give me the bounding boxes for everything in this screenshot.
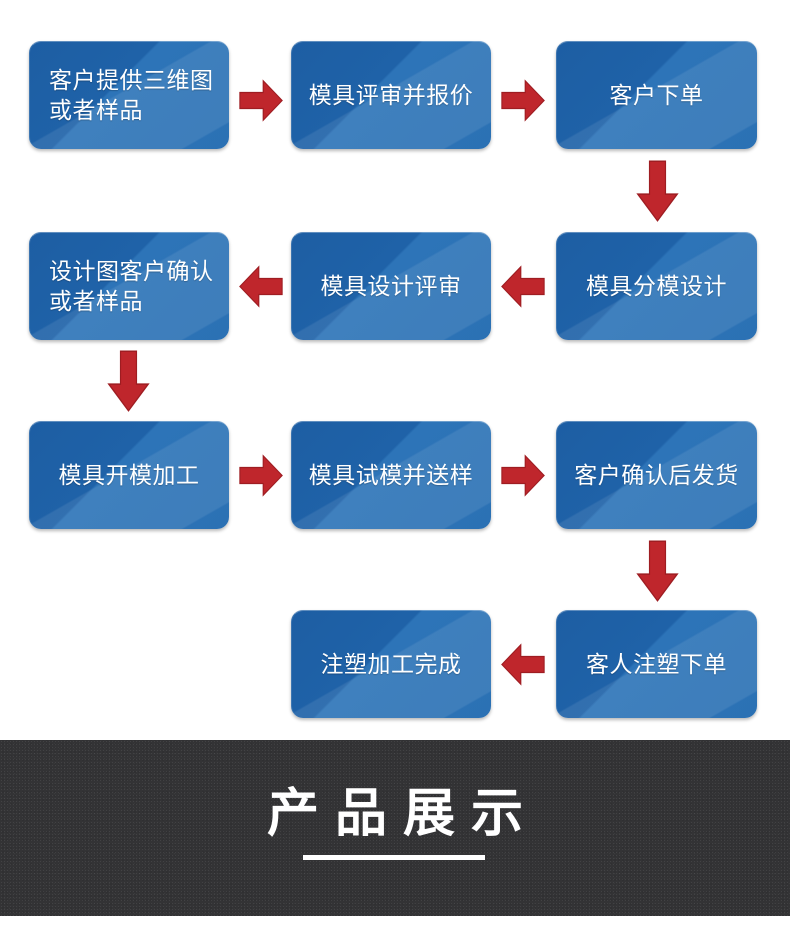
flow-arrow-right-icon xyxy=(239,452,283,499)
flow-node-n4[interactable]: 模具分模设计 xyxy=(556,232,757,340)
flow-node-n6[interactable]: 设计图客户确认 或者样品 xyxy=(29,232,229,340)
flow-node-label: 模具设计评审 xyxy=(320,272,462,299)
flow-node-n8[interactable]: 模具试模并送样 xyxy=(291,421,491,529)
flow-node-n1[interactable]: 客户提供三维图 或者样品 xyxy=(29,41,229,149)
flow-arrow-right-icon xyxy=(501,452,545,499)
flow-node-label: 模具分模设计 xyxy=(586,272,727,299)
flow-arrow-left-icon xyxy=(501,641,545,688)
flow-arrow-right-icon xyxy=(501,77,545,124)
banner-underline-rule xyxy=(303,855,485,860)
flow-arrow-down-icon xyxy=(634,160,681,222)
flow-node-n11[interactable]: 注塑加工完成 xyxy=(291,610,491,718)
flow-node-label: 模具试模并送样 xyxy=(308,461,474,488)
flow-arrow-left-icon xyxy=(239,263,283,310)
flow-node-label: 客户确认后发货 xyxy=(574,461,739,488)
banner-title: 产品展示 xyxy=(266,785,539,843)
flow-node-label: 注塑加工完成 xyxy=(320,650,462,677)
flow-arrow-right-icon xyxy=(239,77,283,124)
flow-node-n5[interactable]: 模具设计评审 xyxy=(291,232,491,340)
flow-node-label: 客人注塑下单 xyxy=(586,650,727,677)
flow-arrow-down-icon xyxy=(105,350,152,412)
flow-node-label: 模具开模加工 xyxy=(58,461,200,488)
flow-node-label: 模具评审并报价 xyxy=(308,81,474,108)
flowchart-canvas: 客户提供三维图 或者样品 模具评审并报价 客户下单模具分模设计 模具设计评审 设计图客户… xyxy=(29,41,757,718)
flow-node-n10[interactable]: 客人注塑下单 xyxy=(556,610,757,718)
flow-node-n7[interactable]: 模具开模加工 xyxy=(29,421,229,529)
flow-node-label: 设计图客户确认 或者样品 xyxy=(49,257,214,314)
flow-node-n3[interactable]: 客户下单 xyxy=(556,41,757,149)
flow-node-n2[interactable]: 模具评审并报价 xyxy=(291,41,491,149)
flow-node-n9[interactable]: 客户确认后发货 xyxy=(556,421,757,529)
flow-node-label: 客户下单 xyxy=(609,81,704,108)
flow-node-label: 客户提供三维图 或者样品 xyxy=(49,66,214,123)
flow-arrow-down-icon xyxy=(634,540,681,602)
product-showcase-banner: 产品展示 xyxy=(0,740,790,916)
flow-arrow-left-icon xyxy=(501,263,545,310)
